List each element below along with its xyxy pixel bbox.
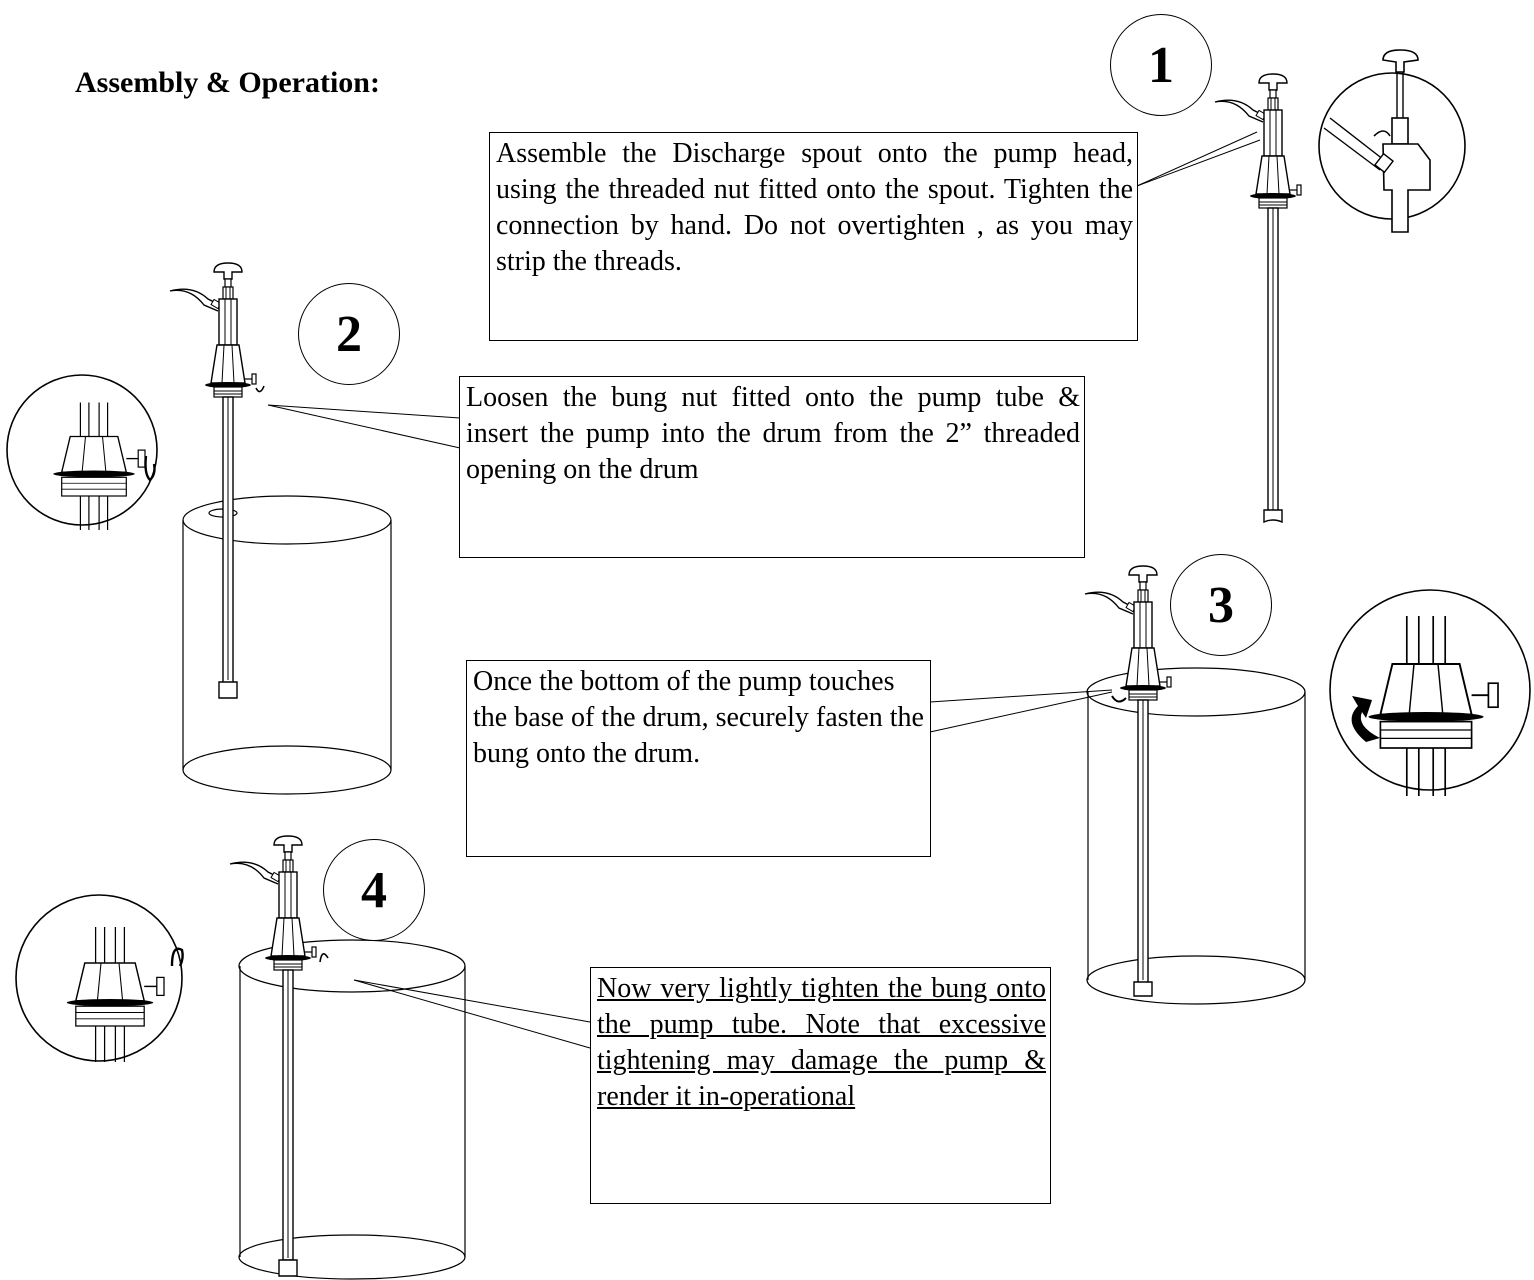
- step3-pump: [1084, 565, 1172, 997]
- step-1-text: Assemble the Discharge spout onto the pu…: [489, 132, 1138, 341]
- step3-detail-circle: [1329, 589, 1531, 797]
- step4-detail-circle: [15, 894, 184, 1063]
- step1-detail-circle: [1318, 49, 1466, 233]
- step-number-2: 2: [298, 283, 400, 385]
- step2-drum: [182, 495, 392, 795]
- step-2-text: Loosen the bung nut fitted onto the pump…: [459, 376, 1085, 558]
- step-number-3: 3: [1170, 554, 1272, 656]
- step2-detail-circle: [6, 374, 158, 531]
- step1-pump: [1214, 73, 1302, 524]
- page-title: Assembly & Operation:: [75, 66, 380, 99]
- step-number-1: 1: [1110, 14, 1212, 116]
- step4-drum: [238, 939, 466, 1280]
- step3-drum: [1086, 667, 1306, 1005]
- step-4-text: Now very lightly tighten the bung onto t…: [590, 967, 1051, 1204]
- step-number-4: 4: [323, 839, 425, 941]
- step2-pump: [169, 262, 265, 699]
- step4-pump: [229, 835, 329, 1277]
- step-3-text: Once the bottom of the pump touches the …: [466, 660, 931, 857]
